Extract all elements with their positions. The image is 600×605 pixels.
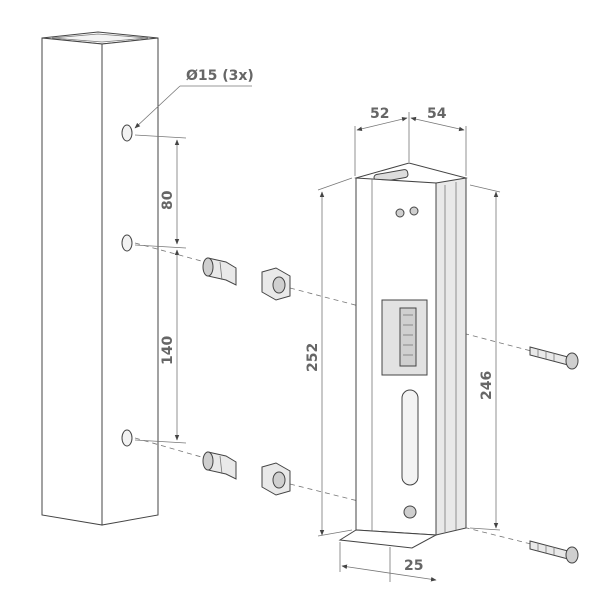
hole-callout: Ø15 (3x) [134, 68, 254, 129]
spacing-top-label: 80 [160, 190, 176, 210]
hole-diameter-label: Ø15 (3x) [186, 68, 254, 84]
height-total-label: 252 [305, 343, 321, 372]
post-dimension-lines: 80 140 [134, 134, 187, 444]
post-hole-bottom [121, 429, 133, 447]
height-rail-label: 246 [479, 371, 495, 400]
assembly-axes [134, 242, 536, 546]
insert-sleeve-bottom [202, 451, 237, 480]
lock-body [338, 162, 468, 549]
base-width-label: 25 [404, 558, 423, 574]
bolt-top [529, 346, 579, 370]
lock-dimension-lines: 252 246 52 54 25 [305, 106, 501, 582]
post-hole-top [121, 124, 133, 142]
post-hole-middle [121, 234, 133, 252]
spacing-bottom-label: 140 [160, 336, 176, 365]
gate-post [41, 31, 159, 526]
depth-side-label: 54 [427, 106, 447, 122]
square-nut-top [261, 267, 291, 301]
insert-sleeve-top [202, 257, 237, 286]
bolt-bottom [529, 540, 579, 564]
width-front-label: 52 [370, 106, 389, 122]
square-nut-bottom [261, 462, 291, 496]
